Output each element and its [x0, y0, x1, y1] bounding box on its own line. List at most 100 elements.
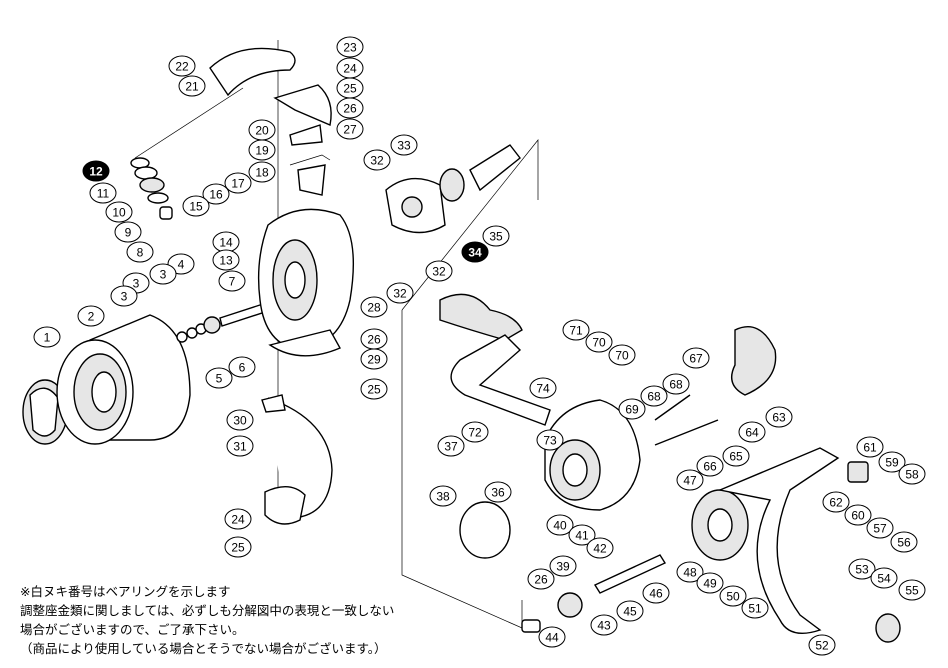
- label-ellipse: [149, 263, 177, 285]
- label-ellipse: [224, 536, 252, 558]
- label-ellipse: [110, 285, 138, 307]
- label-number: 51: [748, 602, 762, 616]
- part-label-25: 25: [360, 378, 388, 400]
- label-number: 26: [534, 573, 548, 587]
- label-number: 5: [216, 372, 223, 386]
- part-label-14: 14: [212, 231, 240, 253]
- part-label-63: 63: [765, 406, 793, 428]
- part-label-17: 17: [224, 172, 252, 194]
- part-label-19: 19: [248, 139, 276, 161]
- part-label-52: 52: [808, 634, 836, 656]
- line-slider: [261, 394, 286, 413]
- label-number: 24: [231, 513, 245, 527]
- label-number: 24: [343, 62, 357, 76]
- shaft: [654, 419, 719, 446]
- label-number: 11: [97, 187, 110, 201]
- part-label-55: 55: [898, 579, 926, 601]
- label-number: 69: [625, 403, 639, 417]
- part-label-60: 60: [844, 504, 872, 526]
- label-ellipse: [738, 421, 766, 443]
- part-label-59: 59: [878, 451, 906, 473]
- label-number: 34: [468, 246, 482, 260]
- part-label-24: 24: [336, 57, 364, 79]
- part-label-3: 3: [110, 285, 138, 307]
- part-label-38: 38: [429, 485, 457, 507]
- label-ellipse: [536, 429, 564, 451]
- label-ellipse: [224, 508, 252, 530]
- label-ellipse: [866, 517, 894, 539]
- label-number: 72: [468, 426, 482, 440]
- part-label-6: 6: [228, 356, 256, 378]
- label-number: 41: [575, 529, 589, 543]
- part-label-66: 66: [696, 455, 724, 477]
- reel-body: [544, 399, 641, 511]
- rotor: [257, 208, 354, 357]
- label-number: 7: [229, 275, 236, 289]
- label-number: 59: [885, 456, 899, 470]
- bushing: [521, 619, 541, 633]
- part-label-48: 48: [676, 561, 704, 583]
- label-number: 60: [851, 509, 865, 523]
- arm-cover: [273, 84, 332, 126]
- label-ellipse: [248, 161, 276, 183]
- label-number: 68: [647, 390, 661, 404]
- part-label-54: 54: [870, 567, 898, 589]
- label-ellipse: [586, 537, 614, 559]
- label-ellipse: [676, 469, 704, 491]
- assembly-boundary-upper: [134, 87, 244, 159]
- label-ellipse: [640, 385, 668, 407]
- label-number: 6: [239, 361, 246, 375]
- label-number: 71: [569, 324, 583, 338]
- label-number: 8: [137, 246, 144, 260]
- part-label-1: 1: [33, 326, 61, 348]
- label-number: 3: [160, 268, 167, 282]
- oscillating-gear: [557, 592, 583, 618]
- part-label-2: 2: [77, 305, 105, 327]
- part-label-73: 73: [536, 429, 564, 451]
- label-number: 63: [772, 411, 786, 425]
- label-number: 64: [745, 426, 759, 440]
- line-roller-arm: [209, 47, 296, 97]
- label-number: 1: [44, 331, 51, 345]
- part-label-15: 15: [182, 195, 210, 217]
- label-ellipse: [363, 149, 391, 171]
- label-ellipse: [33, 326, 61, 348]
- part-label-49: 49: [696, 572, 724, 594]
- label-number: 17: [231, 177, 245, 191]
- label-number: 3: [121, 290, 128, 304]
- label-ellipse: [248, 139, 276, 161]
- label-ellipse: [77, 305, 105, 327]
- oscillating-gear-shaft: [593, 554, 667, 594]
- part-label-43: 43: [590, 614, 618, 636]
- part-label-41: 41: [568, 524, 596, 546]
- part-label-36: 36: [484, 481, 512, 503]
- part-label-70: 70: [585, 331, 613, 353]
- label-number: 44: [545, 631, 559, 645]
- label-ellipse: [425, 260, 453, 282]
- label-number: 12: [89, 165, 103, 179]
- label-number: 39: [556, 560, 570, 574]
- label-number: 68: [669, 378, 683, 392]
- part-label-21: 21: [178, 75, 206, 97]
- side-cap: [875, 613, 901, 643]
- part-label-9: 9: [114, 221, 142, 243]
- part-label-40: 40: [546, 514, 574, 536]
- label-ellipse: [676, 561, 704, 583]
- bail-spring: [289, 154, 331, 166]
- label-ellipse: [562, 319, 590, 341]
- label-ellipse: [585, 331, 613, 353]
- note-washers: 調整座金類に関しましては、必ずしも分解図中の表現と一致しない: [20, 603, 395, 618]
- washers: [176, 316, 221, 343]
- label-ellipse: [848, 558, 876, 580]
- part-label-71: 71: [562, 319, 590, 341]
- label-ellipse: [205, 367, 233, 389]
- part-label-20: 20: [248, 119, 276, 141]
- label-number: 56: [897, 536, 911, 550]
- label-number: 45: [623, 605, 637, 619]
- label-ellipse: [527, 568, 555, 590]
- label-ellipse: [336, 118, 364, 140]
- part-label-7: 7: [218, 270, 246, 292]
- label-ellipse: [719, 585, 747, 607]
- label-ellipse: [482, 225, 510, 247]
- label-ellipse: [890, 531, 918, 553]
